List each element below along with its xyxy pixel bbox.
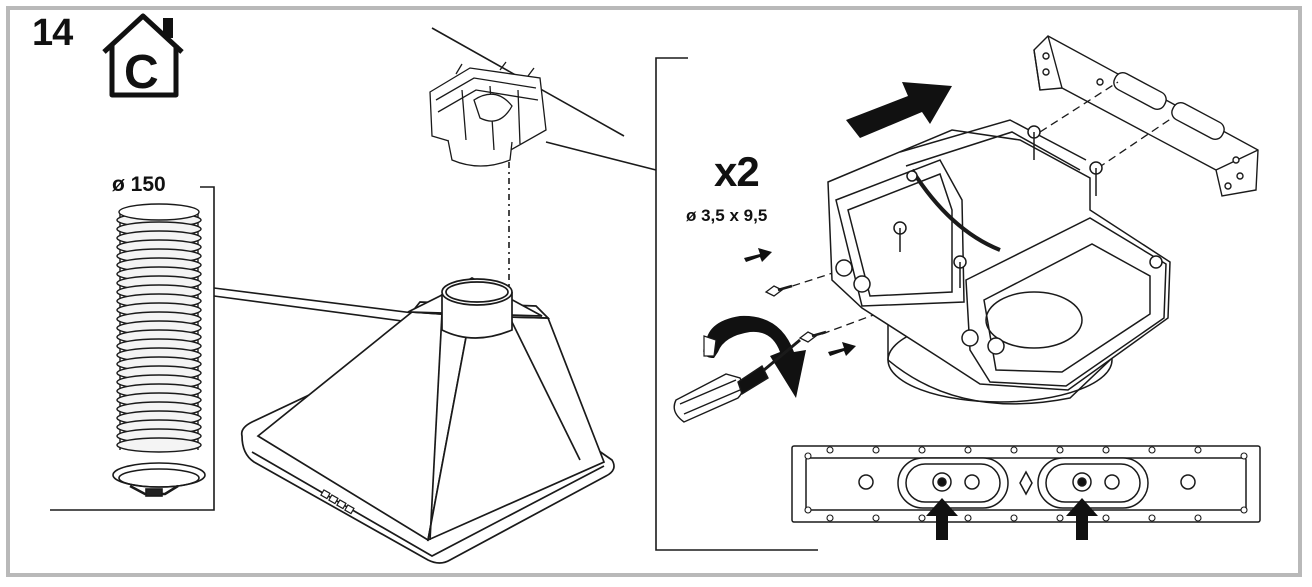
- up-arrow-icon-2: [1066, 498, 1098, 540]
- small-arrow-icon-2: [828, 342, 856, 356]
- bracket-hole: [1056, 446, 1064, 454]
- bracket-hole: [1194, 446, 1202, 454]
- insert-direction-arrow-icon: [846, 82, 952, 138]
- mounting-bracket: [1033, 35, 1259, 197]
- screwdriver: [673, 338, 801, 423]
- bracket-hole: [804, 506, 812, 514]
- bracket-hole: [826, 514, 834, 522]
- screw-lower: [798, 330, 827, 343]
- bracket-hole: [1148, 514, 1156, 522]
- bracket-hole: [1194, 514, 1202, 522]
- step-number: 14: [32, 12, 73, 54]
- bracket-hole: [872, 446, 880, 454]
- small-diverter-unit: [429, 61, 547, 167]
- bracket-screw-arrows: [926, 498, 1098, 540]
- house-icon-letter: C: [124, 46, 159, 99]
- bracket-hole: [964, 446, 972, 454]
- screw-direction-arrows: [744, 248, 856, 356]
- bracket-hole: [1056, 514, 1064, 522]
- bracket-hole: [1240, 452, 1248, 460]
- bracket-hole: [1148, 446, 1156, 454]
- screw-size-label: ø 3,5 x 9,5: [686, 206, 768, 225]
- hose-clamp: [112, 462, 206, 497]
- bracket-hole: [918, 514, 926, 522]
- bracket-hole: [918, 446, 926, 454]
- rotate-clockwise-arrow-icon: [703, 315, 806, 398]
- bracket-hole: [872, 514, 880, 522]
- bracket-hole: [804, 452, 812, 460]
- bracket-hole: [964, 514, 972, 522]
- house-recirculation-icon: C: [102, 13, 184, 99]
- screw-count-label: x2: [714, 148, 760, 195]
- duct-diameter-label: ø 150: [112, 173, 166, 196]
- screw-upper: [764, 284, 793, 297]
- large-diverter-unit: [827, 119, 1171, 405]
- bracket-hole: [826, 446, 834, 454]
- bracket-hole: [1102, 446, 1110, 454]
- screws: [764, 284, 827, 343]
- duct-ring: [116, 437, 202, 453]
- bracket-hole: [1010, 446, 1018, 454]
- bracket-hole: [1102, 514, 1110, 522]
- bracket-detail: [791, 445, 1261, 523]
- bracket-hole: [1010, 514, 1018, 522]
- flexible-duct: [116, 203, 202, 453]
- cooker-hood: [240, 277, 615, 564]
- up-arrow-icon-1: [926, 498, 958, 540]
- bracket-hole: [1240, 506, 1248, 514]
- small-arrow-icon-1: [744, 248, 772, 262]
